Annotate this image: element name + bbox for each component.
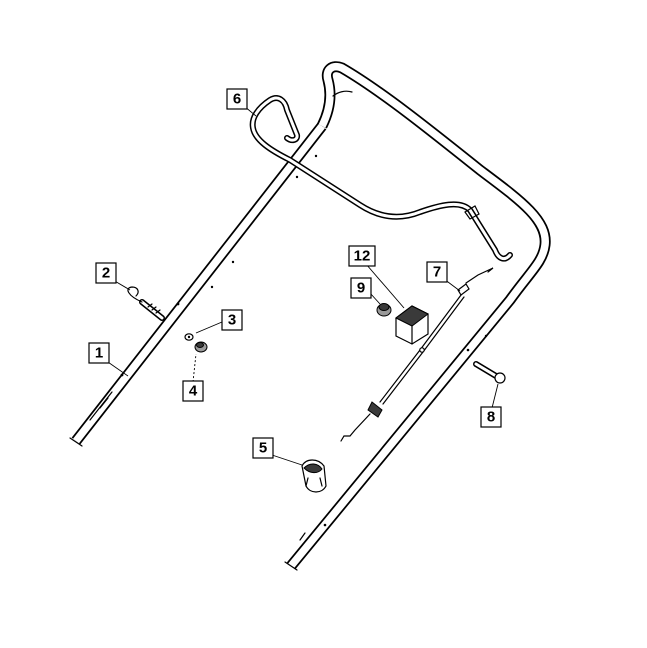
washer-3 <box>184 333 194 341</box>
svg-text:2: 2 <box>102 265 110 282</box>
svg-text:5: 5 <box>259 440 267 457</box>
callout-3: 3 <box>221 309 243 331</box>
leader-5 <box>271 454 303 466</box>
nut-4 <box>194 341 208 353</box>
callout-4: 4 <box>182 380 204 402</box>
leader-3 <box>195 321 223 334</box>
leader-4 <box>192 353 197 383</box>
svg-text:1: 1 <box>95 345 103 362</box>
bail-bar <box>249 95 513 262</box>
cable-clip <box>395 305 429 345</box>
callout-1: 1 <box>88 342 110 364</box>
lower-handle-tube <box>69 122 327 447</box>
svg-text:3: 3 <box>228 312 236 329</box>
callout-8: 8 <box>480 406 502 428</box>
control-cable <box>340 267 494 442</box>
svg-text:7: 7 <box>433 264 441 281</box>
svg-text:6: 6 <box>233 91 241 108</box>
hook-bolt <box>127 286 165 321</box>
callout-7: 7 <box>426 261 448 283</box>
bolt-8 <box>473 361 506 384</box>
callout-9: 9 <box>350 277 372 299</box>
callout-6: 6 <box>226 88 248 110</box>
svg-text:8: 8 <box>487 409 495 426</box>
nut-9 <box>376 303 392 317</box>
cable-clip-5 <box>301 459 327 493</box>
leader-9 <box>369 292 381 305</box>
leader-8 <box>491 383 499 409</box>
svg-text:12: 12 <box>354 248 371 265</box>
leader-12 <box>365 263 405 309</box>
callout-5: 5 <box>252 437 274 459</box>
svg-text:4: 4 <box>189 383 198 400</box>
svg-text:9: 9 <box>357 280 365 297</box>
upper-handle-tube <box>284 61 551 571</box>
callout-2: 2 <box>95 262 117 284</box>
callout-12: 12 <box>348 245 376 267</box>
